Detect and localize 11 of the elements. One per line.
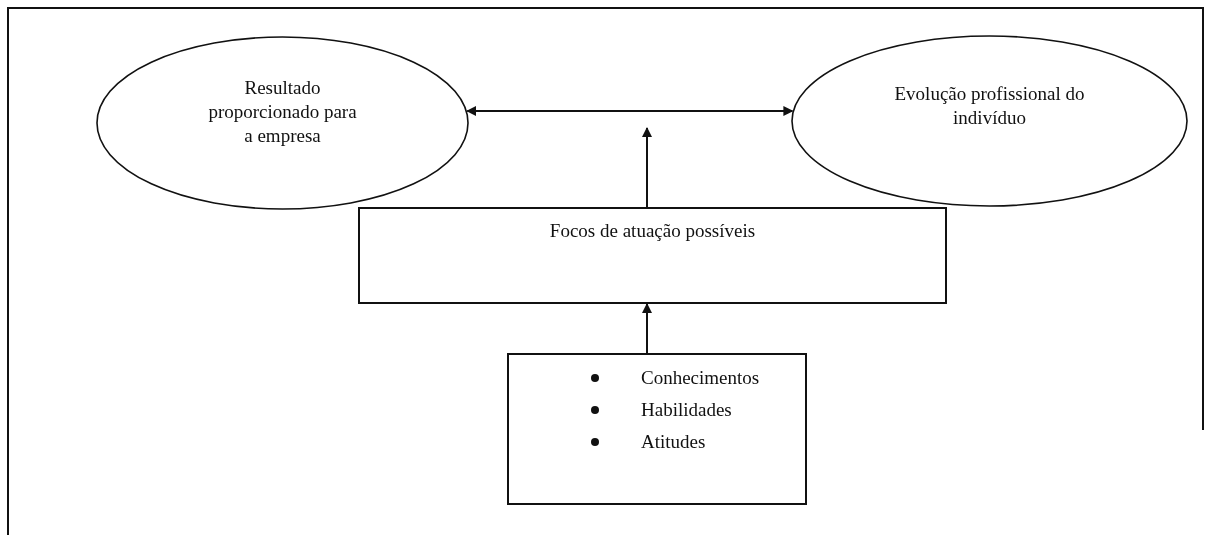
process-box: [358, 207, 947, 304]
list-box: [507, 353, 807, 505]
list-item: Habilidades: [641, 398, 732, 422]
list-item: Conhecimentos: [641, 366, 760, 390]
list-item: Atitudes: [641, 430, 706, 454]
arrow: [642, 127, 652, 208]
ellipse-label: Evolução profissional do indivíduo: [893, 82, 1086, 130]
arrow: [642, 303, 652, 354]
arrow: [466, 106, 794, 116]
box-label: Focos de atuação possíveis: [549, 220, 756, 241]
ellipse-label: Resultado proporcionado para a empresa: [207, 76, 358, 148]
